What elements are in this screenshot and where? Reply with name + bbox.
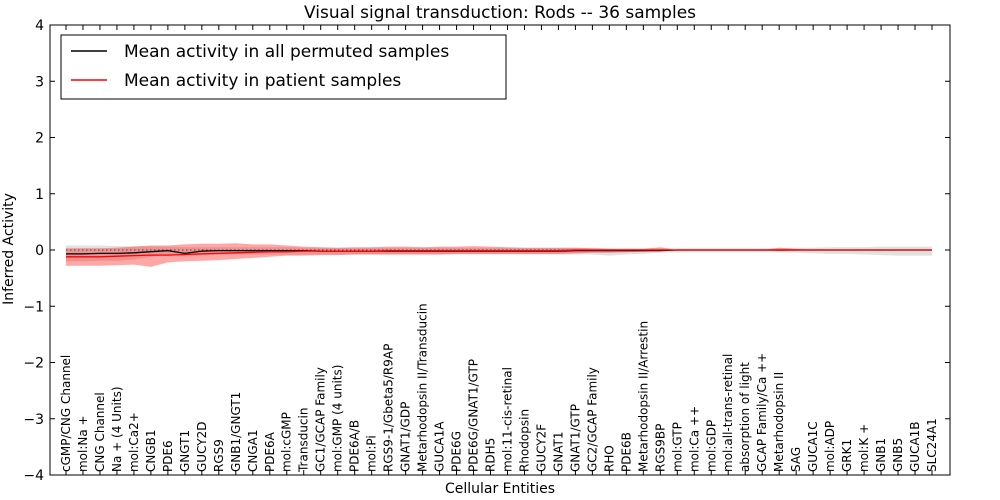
series-line-1: [66, 249, 932, 258]
y-tick-label: −1: [23, 299, 44, 315]
x-tick-label: mol:Na +: [76, 415, 90, 472]
x-tick-label: mol:all-trans-retinal: [721, 354, 735, 472]
x-tick-label: GNAT1/GDP: [399, 402, 413, 472]
x-tick-label: mol:Pi: [365, 435, 379, 472]
x-tick-label: mol:GMP (4 units): [331, 365, 345, 472]
x-axis-label: Cellular Entities: [445, 481, 555, 497]
x-tick-label: mol:11-cis-retinal: [500, 367, 514, 472]
x-tick-label: mol:ADP: [823, 421, 837, 472]
y-tick-label: 2: [35, 131, 44, 147]
x-tick-label: CNG Channel: [93, 392, 107, 472]
x-tick-label: SAG: [789, 447, 803, 472]
x-tick-label: mol:Ca ++: [687, 406, 701, 472]
series-band-1: [66, 243, 932, 267]
x-tick-label: GUCY2D: [195, 422, 209, 472]
x-tick-label: absorption of light: [738, 362, 752, 472]
x-tick-label: mol:K +: [857, 424, 871, 472]
y-axis: −4 −3 −2 −1 0 1 2 3 4: [23, 18, 950, 484]
legend-box: [60, 34, 507, 100]
x-tick-label: GNGT1: [178, 430, 192, 472]
x-tick-label: GNB1: [874, 438, 888, 472]
x-tick-label: PDE6: [161, 440, 175, 472]
x-tick-label: PDE6A: [263, 431, 277, 472]
x-tick-label: Na + (4 Units): [110, 386, 124, 472]
x-tick-label: PDE6A/B: [348, 420, 362, 472]
confidence-bands: [66, 243, 932, 267]
x-tick-label: GNB1/GNGT1: [229, 392, 243, 472]
x-tick-label: GNAT1: [551, 431, 565, 472]
x-tick-label: RDH5: [484, 438, 498, 472]
x-tick-label: RGS9-1/Gbeta5/R9AP: [382, 344, 396, 472]
x-tick-label: PDE6G: [450, 431, 464, 472]
x-tick-label: Rhodopsin: [517, 409, 531, 472]
x-tick-label: mol:Ca2+: [127, 412, 141, 472]
x-tick-label: GNAT1/GTP: [568, 404, 582, 472]
y-tick-label: −3: [23, 412, 44, 428]
x-tick-label: RHO: [602, 445, 616, 472]
x-tick-label: GC1/GCAP Family: [314, 367, 328, 472]
legend: Mean activity in all permuted samples Me…: [60, 34, 507, 100]
x-tick-label: RGS9: [212, 439, 226, 472]
x-tick-label: GUCA1B: [908, 421, 922, 472]
legend-label-patient: Mean activity in patient samples: [124, 71, 401, 91]
x-tick-label: mol:GDP: [704, 420, 718, 472]
x-tick-label: GUCA1C: [806, 421, 820, 472]
y-tick-label: 4: [35, 18, 44, 34]
x-tick-label: GRK1: [840, 439, 854, 472]
x-tick-label: PDE6B: [619, 432, 633, 472]
x-tick-label: mol:GTP: [670, 422, 684, 472]
x-tick-label: RGS9BP: [653, 424, 667, 472]
x-tick-label: Transducin: [297, 408, 311, 473]
y-axis-label: Inferred Activity: [1, 193, 17, 305]
x-tick-label: CNGB1: [144, 429, 158, 472]
y-tick-label: 3: [35, 74, 44, 90]
x-tick-label: mol:cGMP: [280, 412, 294, 472]
y-tick-label: 1: [35, 187, 44, 203]
plot-frame: [49, 24, 951, 476]
x-tick-label: Metarhodopsin II: [772, 372, 786, 472]
y-tick-label: 0: [35, 243, 44, 259]
x-tick-label: GC2/GCAP Family: [585, 367, 599, 472]
x-tick-label: Metarhodopsin II/Transducin: [416, 303, 430, 472]
x-tick-label: cGMP/CNG Channel: [59, 355, 73, 472]
y-tick-label: −4: [23, 468, 44, 484]
x-tick-label: GUCA1A: [433, 421, 447, 472]
x-tick-label: GCAP Family/Ca ++: [755, 353, 769, 472]
x-tick-label: CNGA1: [246, 430, 260, 473]
x-tick-label: GUCY2F: [534, 424, 548, 472]
x-tick-label: GNB5: [891, 438, 905, 472]
series-lines: [66, 249, 932, 258]
x-tick-label: PDE6G/GNAT1/GTP: [467, 359, 481, 472]
y-tick-label: −2: [23, 356, 44, 372]
x-tick-label: SLC24A1: [925, 418, 939, 472]
chart-title: Visual signal transduction: Rods -- 36 s…: [304, 3, 696, 23]
x-tick-label: Metarhodopsin II/Arrestin: [636, 321, 650, 472]
legend-label-permuted: Mean activity in all permuted samples: [124, 42, 449, 62]
